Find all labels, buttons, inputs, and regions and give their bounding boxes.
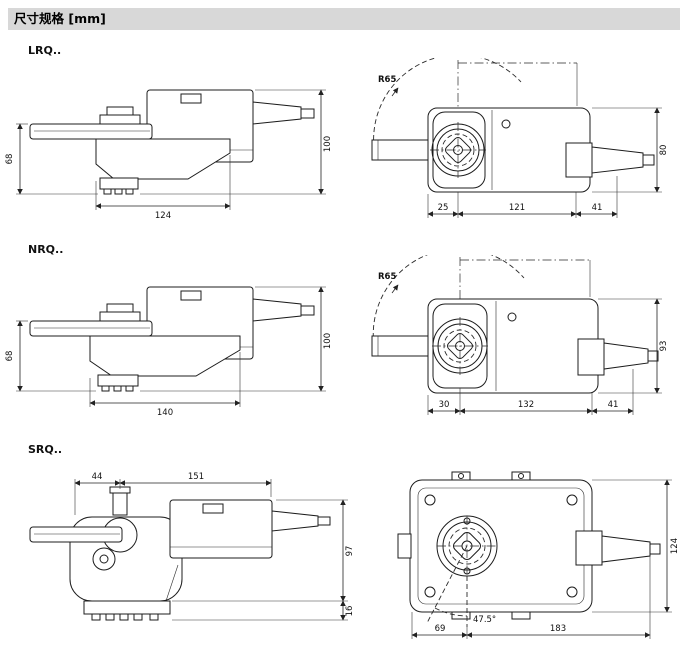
srq-top-dim-seg1: 69	[435, 624, 446, 634]
nrq-top-view	[371, 255, 659, 394]
lrq-drawings: 68 124 100	[5, 58, 669, 221]
srq-side-dim-base-height: 16	[345, 606, 355, 617]
lrq-top-dim-height: 80	[659, 145, 669, 156]
nrq-side-dimensions: 68 140 100	[5, 286, 333, 418]
srq-top-dim-height: 124	[670, 538, 680, 554]
srq-top-dim-seg2: 183	[550, 624, 566, 634]
srq-drawings: 44 151 97 16	[29, 471, 680, 639]
lrq-side-dimensions: 68 124 100	[5, 89, 333, 221]
lrq-top-dim-seg1: 25	[438, 203, 449, 213]
srq-side-dimensions: 44 151 97 16	[74, 472, 355, 621]
lrq-side-dim-total-height: 100	[323, 136, 333, 152]
lrq-top-dim-radius: R65	[378, 75, 396, 85]
lrq-side-dim-width: 124	[155, 211, 171, 221]
nrq-top-dim-seg2: 132	[518, 400, 534, 410]
nrq-top-dim-seg3: 41	[608, 400, 619, 410]
nrq-side-dim-width: 140	[157, 408, 173, 418]
srq-top-dim-angle: 47.5°	[473, 615, 496, 625]
lrq-top-dim-seg2: 121	[509, 203, 525, 213]
lrq-top-dim-seg3: 41	[592, 203, 603, 213]
srq-side-view	[29, 486, 331, 621]
nrq-top-dimensions: R65 93 30 132 41	[378, 272, 669, 415]
lrq-side-dim-height: 68	[5, 154, 15, 165]
nrq-top-dim-seg1: 30	[439, 400, 450, 410]
nrq-side-view	[29, 286, 315, 392]
srq-side-dim-seg2: 151	[188, 472, 204, 482]
srq-side-dim-height: 97	[345, 546, 355, 557]
nrq-top-dim-radius: R65	[378, 272, 396, 282]
lrq-side-view	[29, 89, 315, 195]
srq-top-view	[397, 471, 661, 627]
section-label-srq: SRQ..	[28, 443, 63, 456]
nrq-drawings: 68 140 100	[5, 255, 669, 418]
page-title: 尺寸规格 [mm]	[8, 8, 680, 30]
section-label-lrq: LRQ..	[28, 44, 62, 57]
srq-side-dim-seg1: 44	[92, 472, 103, 482]
section-label-nrq: NRQ..	[28, 243, 64, 256]
nrq-side-dim-total-height: 100	[323, 333, 333, 349]
lrq-top-dimensions: R65 80 25 121 41	[378, 75, 669, 218]
nrq-top-dim-height: 93	[659, 341, 669, 352]
nrq-side-dim-height: 68	[5, 351, 15, 362]
srq-top-dimensions: 47.5° 124 69 183	[411, 479, 680, 639]
lrq-top-view	[371, 58, 655, 193]
